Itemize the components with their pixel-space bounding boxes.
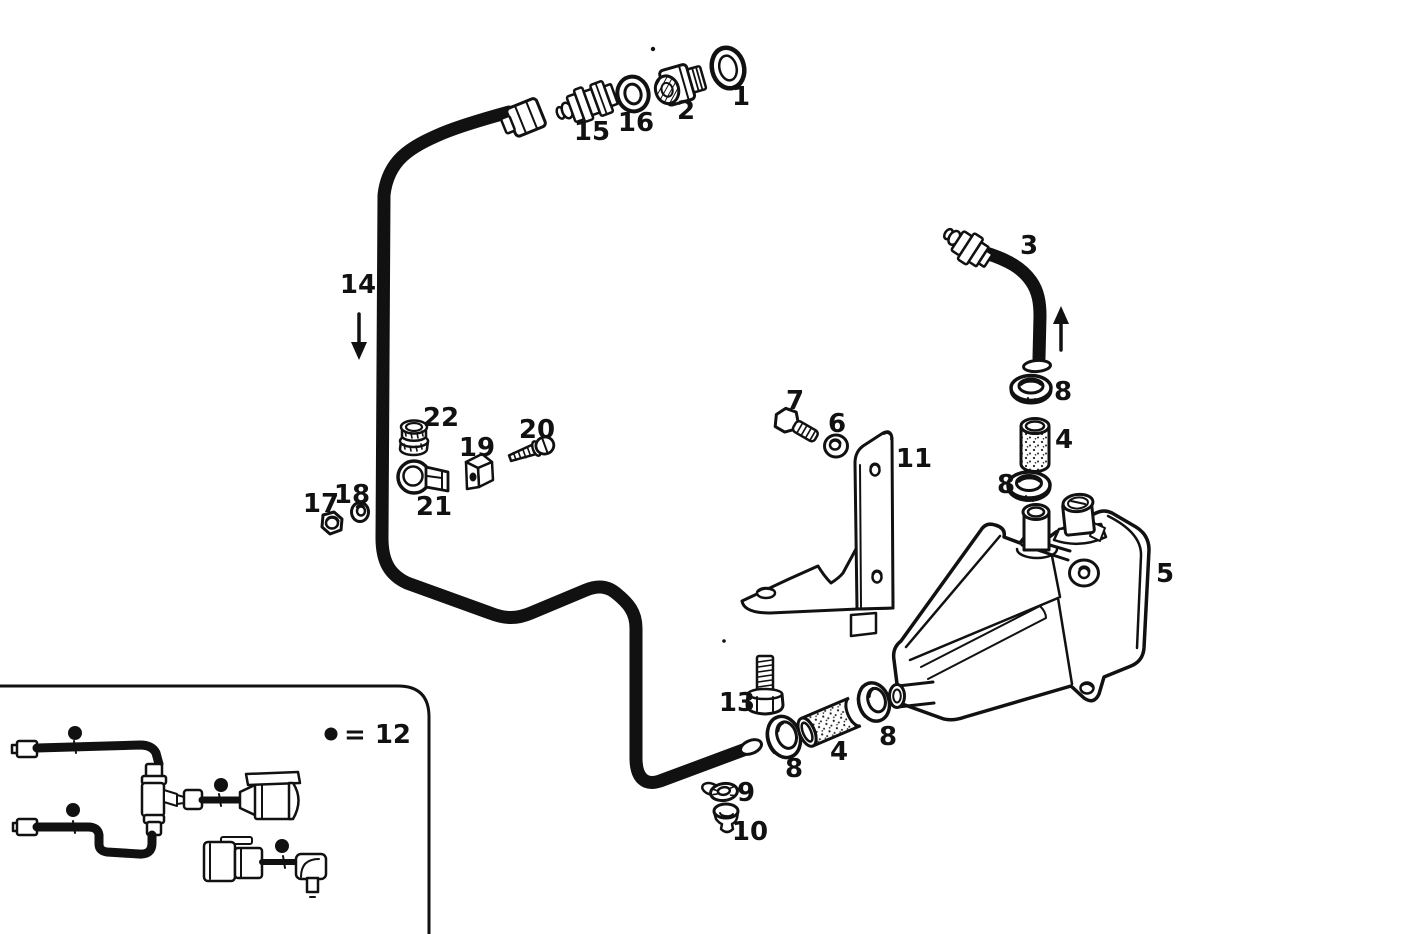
bracket-flange: [849, 611, 878, 638]
legend-dot-icon: [324, 727, 338, 741]
grommet-8-top: [1009, 373, 1053, 405]
part-12-dot: [68, 726, 82, 740]
bolt-7: [773, 406, 819, 443]
callout-3: 3: [1020, 231, 1038, 261]
print-specks: [650, 46, 726, 643]
callout-11: 11: [896, 444, 932, 474]
grommet-8-neck: [1006, 470, 1052, 502]
hose-end-fitting: [942, 227, 994, 268]
down-arrow-icon: [351, 312, 367, 360]
reservoir-filler-neck: [1015, 503, 1059, 560]
callout-2: 2: [677, 96, 695, 126]
callout-15: 15: [574, 117, 610, 147]
hose-3: [942, 227, 1052, 374]
tube-nut: [500, 97, 547, 138]
callout-16: 16: [618, 108, 654, 138]
up-arrow-icon: [1053, 306, 1069, 352]
callout-8a: 8: [1054, 377, 1072, 407]
callout-1: 1: [732, 82, 750, 112]
callout-8b: 8: [997, 470, 1015, 500]
inset-nozzle-assembly: [182, 770, 302, 821]
reservoir-pump-cap: [1052, 492, 1108, 546]
inset-tee-connector: [140, 762, 185, 837]
part-12-dot: [66, 803, 80, 817]
callout-18: 18: [334, 480, 370, 510]
reservoir-5: [888, 492, 1151, 722]
callout-21: 21: [416, 492, 452, 522]
inset-hose-top: [10, 726, 164, 769]
sleeve-4-horizontal: [796, 696, 862, 748]
callout-20: 20: [519, 415, 555, 445]
union-fitting-15: [555, 80, 619, 123]
callout-8c: 8: [785, 754, 803, 784]
bushing-22: [398, 419, 430, 457]
callout-6: 6: [828, 409, 846, 439]
bolt-13: [745, 654, 785, 716]
inset-pump-assembly: [202, 836, 328, 898]
grommet-8-left: [765, 714, 803, 760]
callout-22: 22: [423, 403, 459, 433]
callout-8d: 8: [879, 722, 897, 752]
callout-13: 13: [719, 688, 755, 718]
inset-panel: = 12: [0, 684, 431, 934]
callout-17: 17: [303, 489, 339, 519]
callout-9: 9: [737, 778, 755, 808]
grommet-8-right: [856, 681, 892, 723]
callout-7: 7: [786, 386, 804, 416]
inset-legend: = 12: [324, 720, 411, 750]
tube-open-end: [739, 738, 763, 756]
callout-5: 5: [1156, 559, 1174, 589]
callout-labels: 1 2 16 15 14 3 8 4 8 5 11 7 6 22 20 19 2…: [303, 82, 1174, 847]
plug-10: [712, 802, 740, 834]
inset-border: [0, 684, 431, 934]
washer-6: [823, 433, 849, 459]
clamp-21: [396, 459, 450, 495]
hose-flared-end: [1022, 358, 1052, 374]
clip-19: [464, 452, 495, 491]
sleeve-4-vertical: [1019, 417, 1051, 473]
legend-text: = 12: [344, 720, 411, 750]
screw-20: [507, 435, 556, 463]
callout-19: 19: [459, 433, 495, 463]
washer-tube-14: [375, 97, 763, 797]
washer-18: [350, 501, 370, 523]
part-12-dot: [275, 839, 289, 853]
callout-4b: 4: [830, 737, 848, 767]
callout-4a: 4: [1055, 425, 1073, 455]
callout-10: 10: [732, 817, 768, 847]
callout-14: 14: [340, 270, 376, 300]
bracket-11: [740, 430, 895, 638]
inset-hose-bottom: [11, 803, 157, 859]
part-12-dot: [214, 778, 228, 792]
union-nut-2: [653, 63, 708, 107]
seal-ring-16: [615, 74, 651, 114]
washer-9: [709, 781, 739, 803]
nut-17: [320, 510, 344, 536]
seal-ring-1: [709, 45, 747, 91]
